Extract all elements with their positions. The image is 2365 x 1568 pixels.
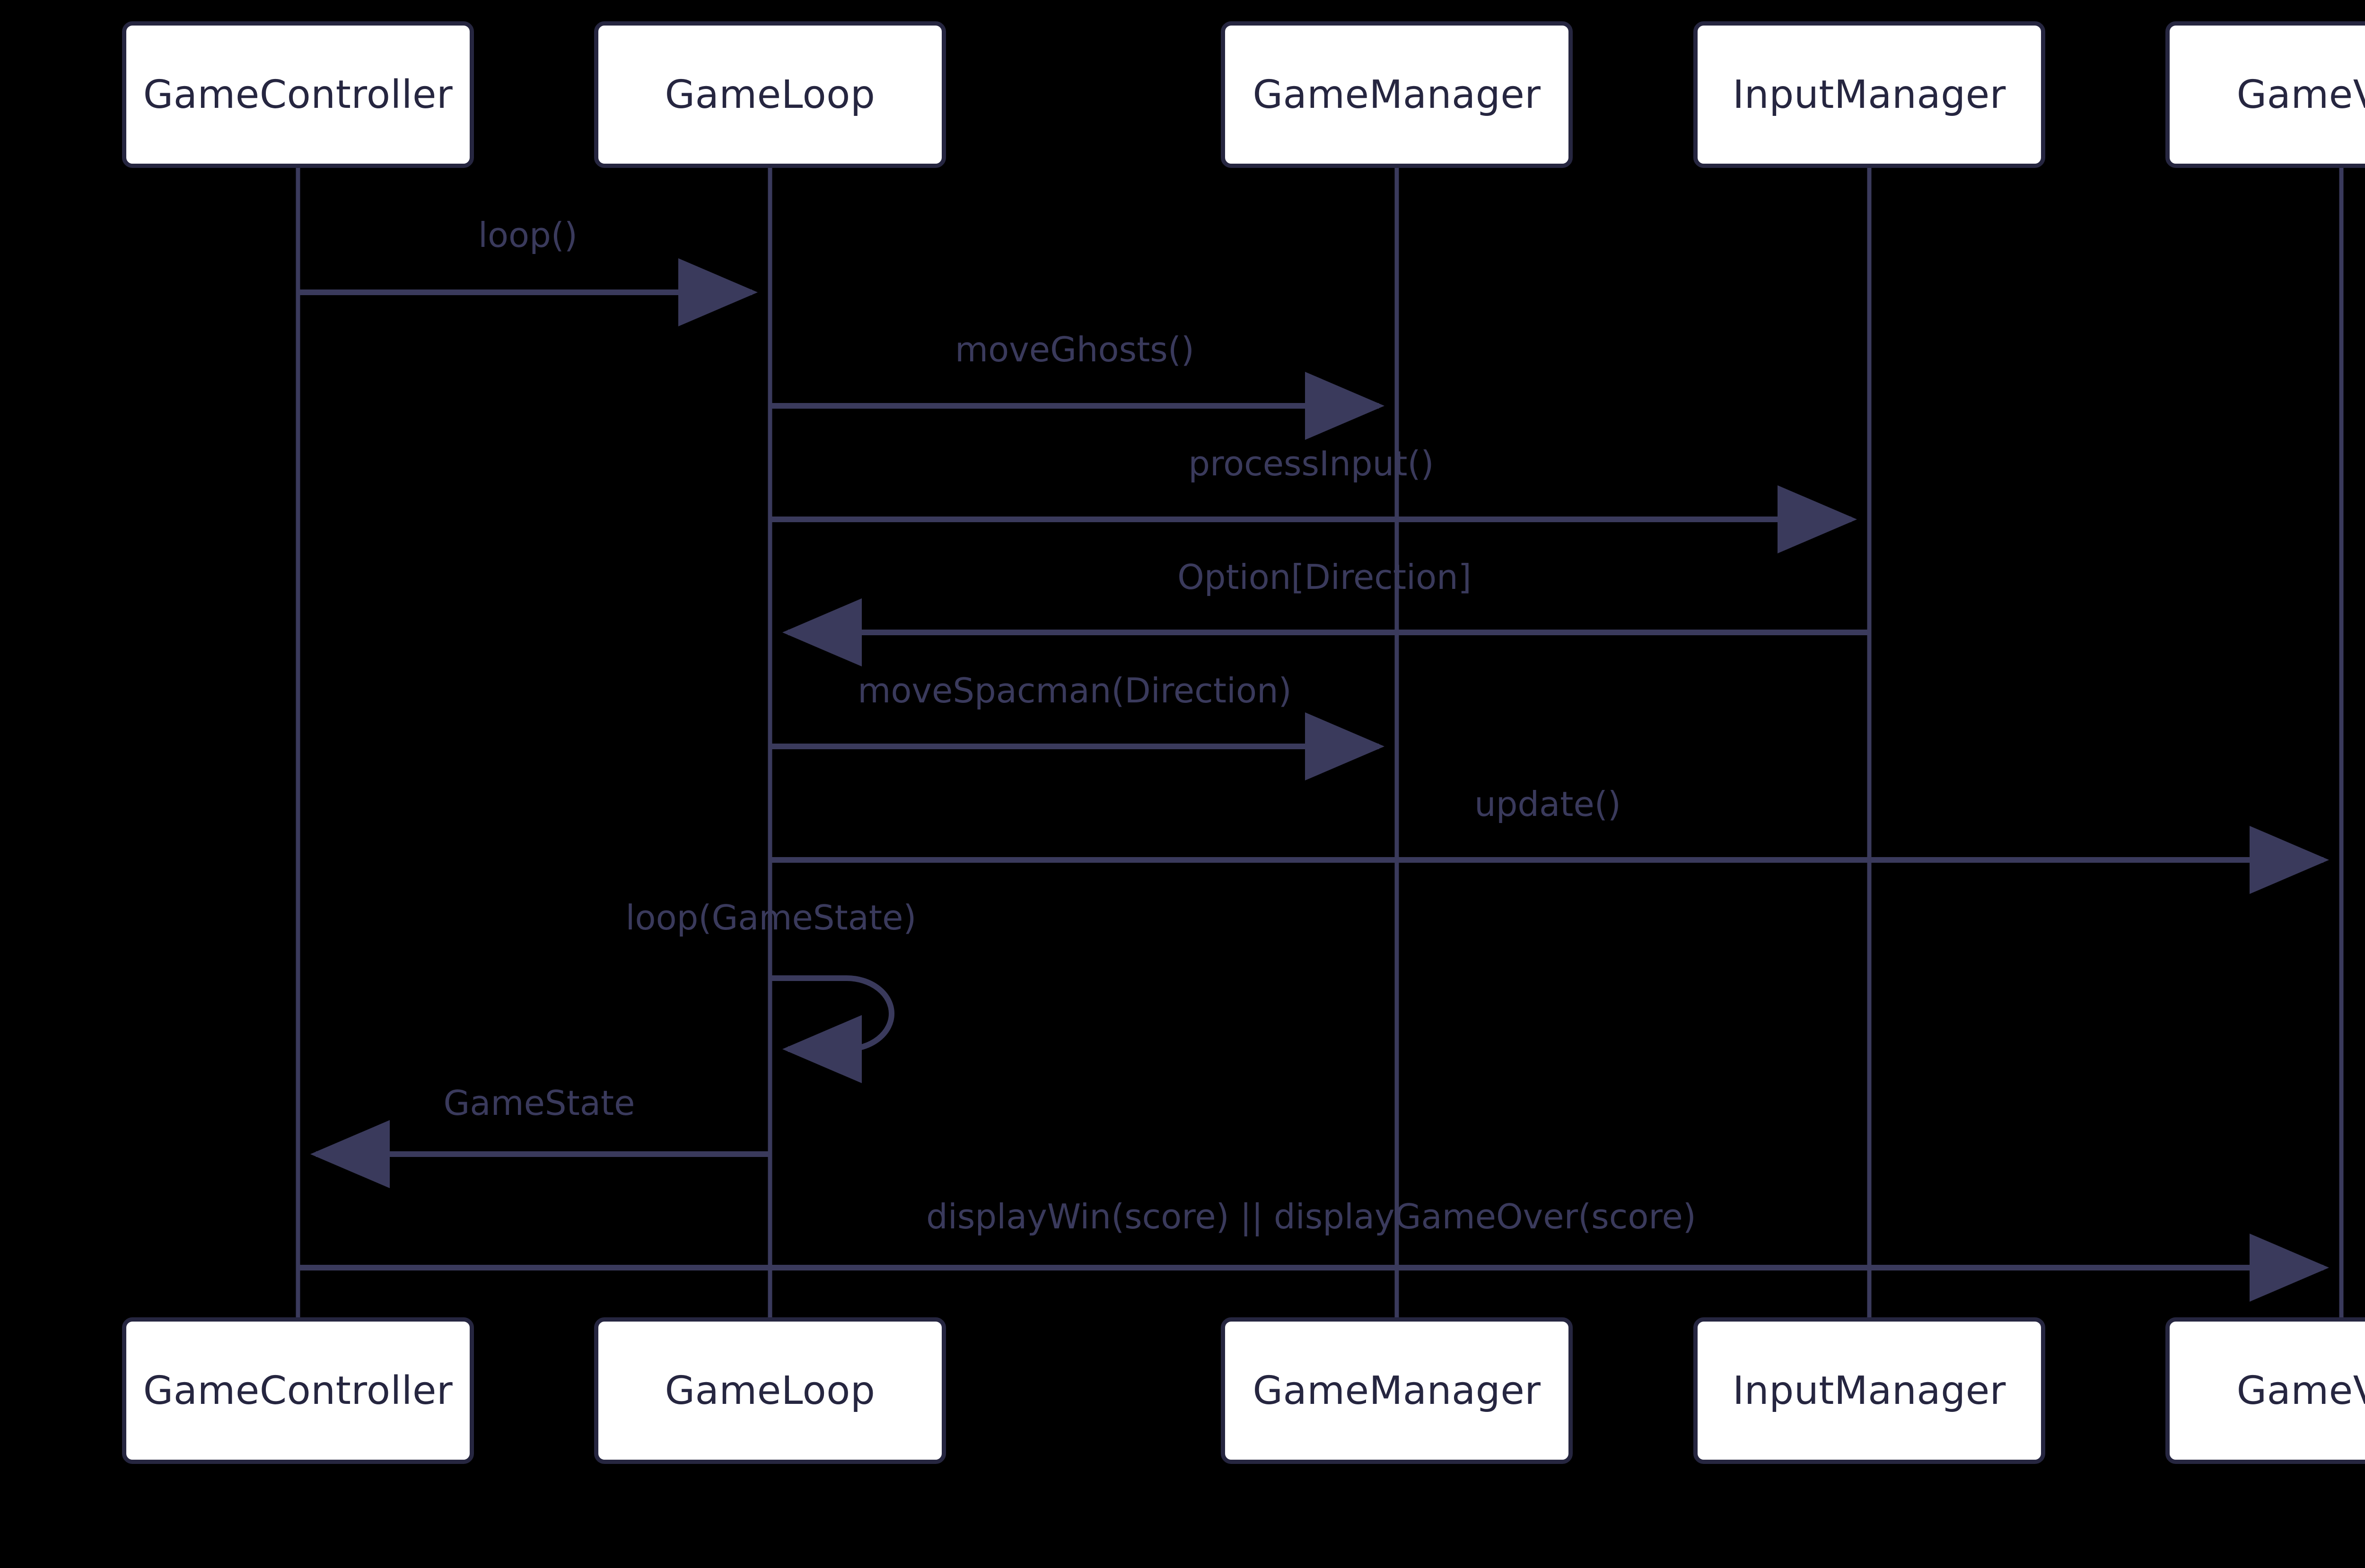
participant-box-gamemanager-bottom[interactable]: GameManager [1221,1317,1573,1464]
lifelines-group [296,168,2344,1320]
message-label-movespacman: moveSpacman(Direction) [858,671,1292,710]
participant-box-gamemanager-top[interactable]: GameManager [1221,21,1573,168]
message-label-gamestate: GameState [443,1083,635,1123]
participant-label-gameview-top: GameView [2236,72,2365,117]
messages-group [298,258,2329,1302]
participant-box-gameloop-bottom[interactable]: GameLoop [594,1317,946,1464]
participant-label-inputmanager-top: InputManager [1733,72,2006,117]
participant-box-gamecontroller-top[interactable]: GameController [122,21,474,168]
message-arrow-self-loop [770,975,894,1083]
participant-label-gamecontroller-bottom: GameController [143,1368,453,1413]
message-label-loop: loop() [478,215,578,255]
participant-box-gameview-top[interactable]: GameView [2165,21,2365,168]
participant-label-gamemanager-top: GameManager [1253,72,1541,117]
participant-box-inputmanager-bottom[interactable]: InputManager [1693,1317,2045,1464]
participant-box-gameloop-top[interactable]: GameLoop [594,21,946,168]
participant-box-gameview-bottom[interactable]: GameView [2165,1317,2365,1464]
participant-box-inputmanager-top[interactable]: InputManager [1693,21,2045,168]
message-label-displaywin-gameover: displayWin(score) || displayGameOver(sco… [926,1197,1696,1236]
message-label-update: update() [1474,784,1621,824]
participant-label-gameloop-bottom: GameLoop [665,1368,876,1413]
participant-label-gamemanager-bottom: GameManager [1253,1368,1541,1413]
message-label-loop-gamestate: loop(GameState) [625,898,917,937]
participant-label-gameloop-top: GameLoop [665,72,876,117]
participant-label-gamecontroller-top: GameController [143,72,453,117]
participant-label-gameview-bottom: GameView [2236,1368,2365,1413]
participant-box-gamecontroller-bottom[interactable]: GameController [122,1317,474,1464]
message-label-processinput: processInput() [1188,444,1434,483]
message-label-option-direction: Option[Direction] [1177,557,1472,597]
participant-label-inputmanager-bottom: InputManager [1733,1368,2006,1413]
message-label-moveghosts: moveGhosts() [955,330,1195,369]
